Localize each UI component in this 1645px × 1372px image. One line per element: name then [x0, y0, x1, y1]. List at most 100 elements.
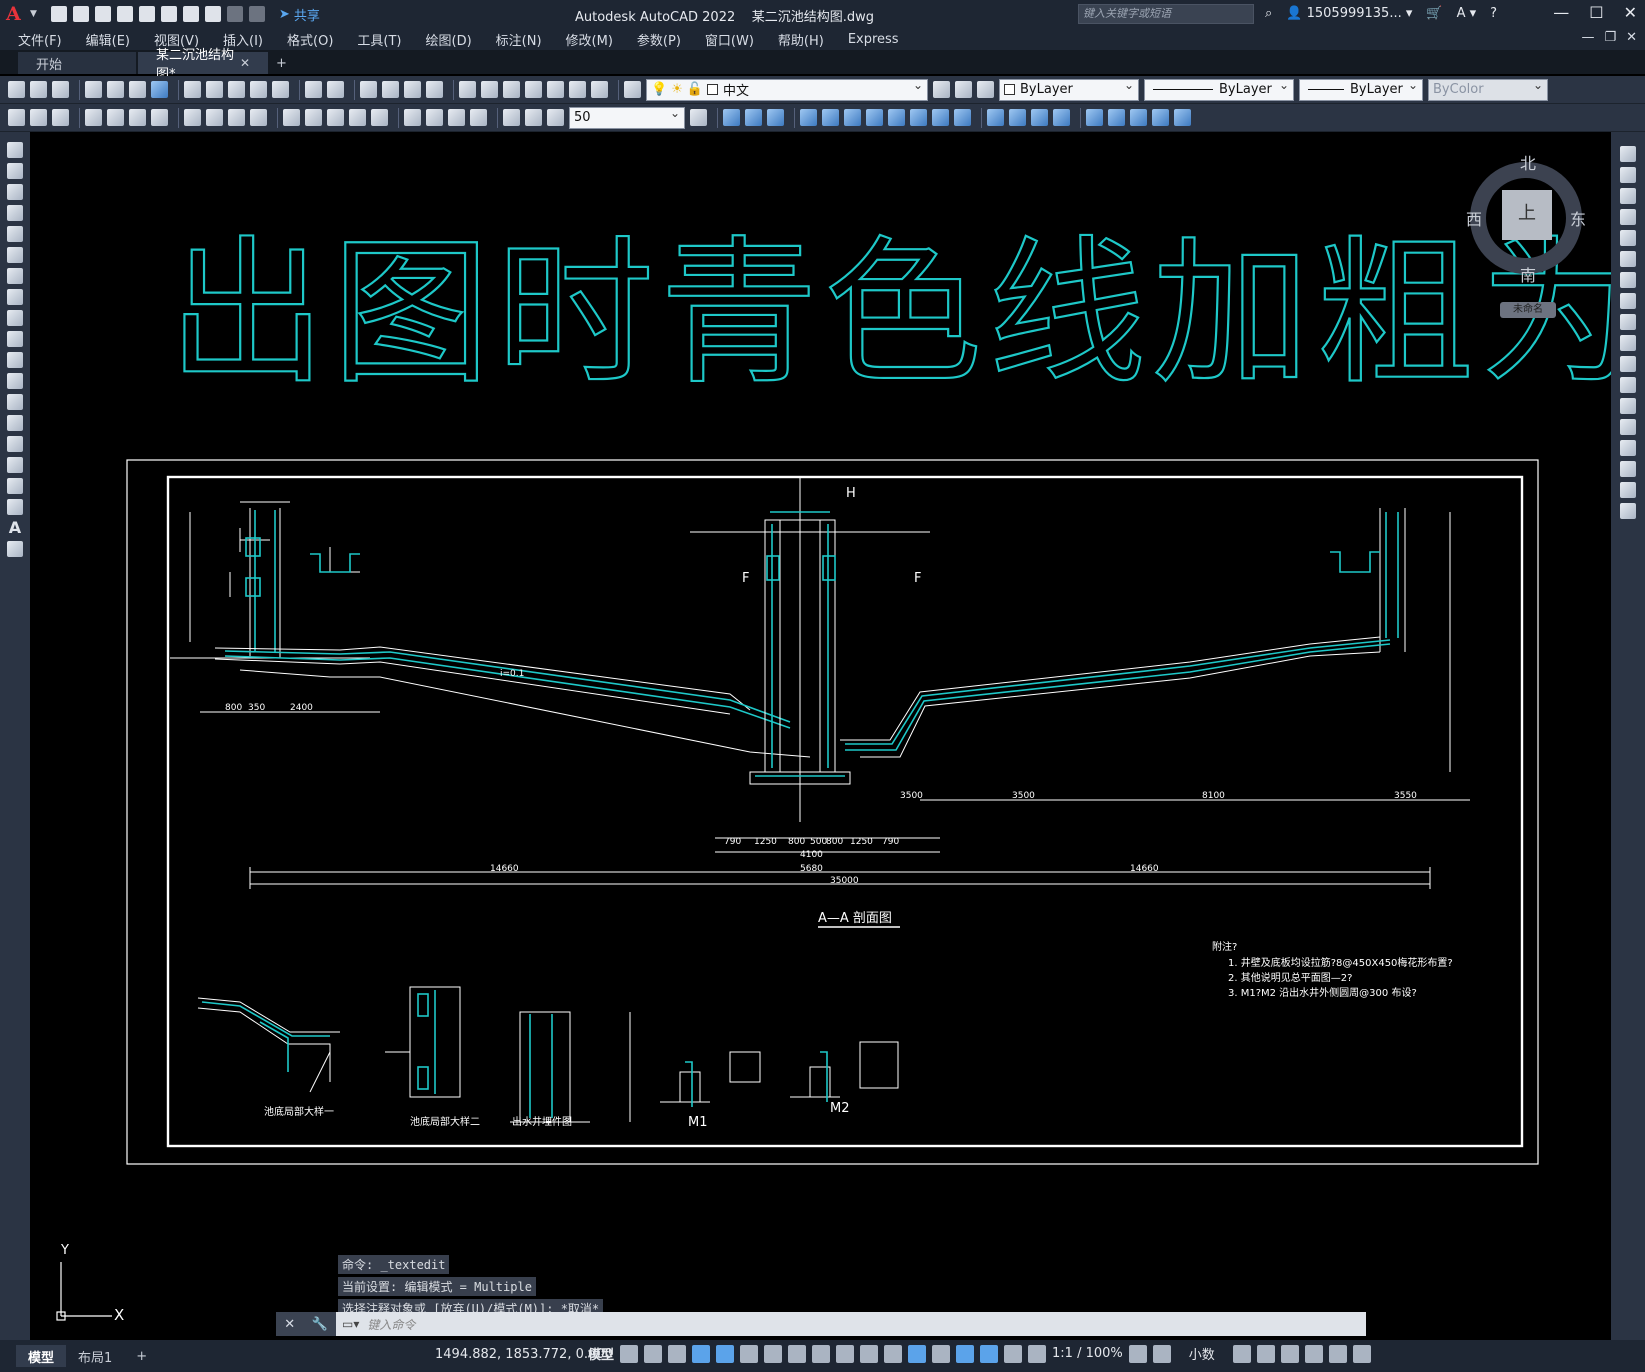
slope-floor-right[interactable]: [840, 508, 1406, 758]
model-space-button[interactable]: 模型: [588, 1348, 615, 1363]
open-file-icon[interactable]: [72, 6, 89, 22]
continue-icon[interactable]: [327, 109, 344, 126]
publish-icon[interactable]: [30, 109, 47, 126]
pan-icon[interactable]: [360, 81, 377, 98]
erase-icon[interactable]: [1620, 146, 1636, 162]
isometric-icon[interactable]: [764, 1344, 783, 1363]
region-icon[interactable]: [7, 478, 23, 494]
menu-edit[interactable]: 编辑(E): [85, 33, 130, 49]
imprint-icon[interactable]: [987, 109, 1004, 126]
add-layout-button[interactable]: +: [136, 1348, 148, 1364]
inner-frame[interactable]: [166, 475, 1524, 1148]
zoom-window-icon[interactable]: [404, 81, 421, 98]
close-command-line-icon[interactable]: ✕: [284, 1316, 296, 1332]
gradient-icon[interactable]: [7, 457, 23, 473]
clean-screen-icon[interactable]: [1328, 1344, 1347, 1363]
add-selected-icon[interactable]: [7, 541, 23, 557]
match-properties-icon[interactable]: [250, 81, 267, 98]
compass-west[interactable]: 西: [1466, 210, 1483, 229]
command-line[interactable]: ✕ 🔧 ▭▾ 键入命令: [276, 1312, 1366, 1336]
extrude-faces-icon[interactable]: [800, 109, 817, 126]
quick-properties-icon[interactable]: [1232, 1344, 1251, 1363]
dimscale-dropdown[interactable]: 50: [569, 106, 685, 129]
tab-drawing[interactable]: 某二沉池结构图*✕: [138, 48, 268, 82]
redo-icon[interactable]: [226, 6, 243, 22]
lineweight-dropdown[interactable]: ByLayer: [1299, 78, 1423, 101]
redo-icon[interactable]: [327, 81, 344, 98]
chamfer-icon[interactable]: [1620, 440, 1636, 456]
ellipse-arc-icon[interactable]: [7, 352, 23, 368]
table-icon[interactable]: [7, 499, 23, 515]
command-input[interactable]: 键入命令: [367, 1317, 416, 1332]
hatch-icon[interactable]: [7, 436, 23, 452]
close-icon[interactable]: ✕: [1623, 3, 1637, 22]
wcs-menu[interactable]: 未命名: [1500, 302, 1556, 318]
menu-draw[interactable]: 绘图(D): [425, 33, 472, 49]
dynamic-input-icon[interactable]: [692, 1344, 711, 1363]
new-tab-button[interactable]: +: [276, 55, 287, 71]
tolerance-icon[interactable]: [404, 109, 421, 126]
spline-icon[interactable]: [7, 310, 23, 326]
torus-icon[interactable]: [1174, 109, 1191, 126]
center-column[interactable]: [690, 477, 930, 822]
lineweight-icon[interactable]: [836, 1344, 855, 1363]
menu-tools[interactable]: 工具(T): [357, 33, 402, 49]
maximize-icon[interactable]: ☐: [1589, 3, 1604, 22]
inspection-icon[interactable]: [448, 109, 465, 126]
menu-parametric[interactable]: 参数(P): [636, 33, 681, 49]
baseline-icon[interactable]: [305, 109, 322, 126]
graphics-performance-icon[interactable]: [1304, 1344, 1323, 1363]
doc-close-icon[interactable]: ✕: [1626, 30, 1637, 45]
text-icon[interactable]: A: [8, 518, 22, 537]
linetype-dropdown[interactable]: ByLayer: [1144, 78, 1294, 101]
make-current-icon[interactable]: [933, 81, 950, 98]
isolate-objects-icon[interactable]: [1280, 1344, 1299, 1363]
trim-icon[interactable]: [1620, 335, 1636, 351]
menu-window[interactable]: 窗口(W): [704, 33, 754, 49]
copy-icon[interactable]: [206, 81, 223, 98]
break-at-point-icon[interactable]: [1620, 377, 1636, 393]
dim-edit-icon[interactable]: [503, 109, 520, 126]
ortho-icon[interactable]: [716, 1344, 735, 1363]
left-wall-rebar[interactable]: [245, 510, 360, 652]
linear-dim-icon[interactable]: [85, 109, 102, 126]
snap-icon[interactable]: [644, 1344, 663, 1363]
color-dropdown[interactable]: ByLayer: [999, 78, 1139, 101]
rotate-icon[interactable]: [1620, 272, 1636, 288]
plot-preview-icon[interactable]: [107, 81, 124, 98]
ellipse-icon[interactable]: [7, 331, 23, 347]
center-column-rebar[interactable]: [755, 511, 845, 777]
check-icon[interactable]: [1086, 109, 1103, 126]
clean-icon[interactable]: [1009, 109, 1026, 126]
cut-icon[interactable]: [184, 81, 201, 98]
move-faces-icon[interactable]: [822, 109, 839, 126]
box-icon[interactable]: [1108, 109, 1125, 126]
menu-view[interactable]: 视图(V): [153, 33, 200, 49]
save-as-icon[interactable]: [116, 6, 133, 22]
tab-model[interactable]: 模型: [16, 1345, 67, 1367]
command-prompt-icon[interactable]: ▭▾: [342, 1317, 360, 1331]
tab-layout1[interactable]: 布局1: [78, 1350, 113, 1366]
detail-m1[interactable]: [660, 1051, 761, 1103]
layer-properties-icon[interactable]: [624, 81, 641, 98]
ordinate-icon[interactable]: [151, 109, 168, 126]
revision-cloud-icon[interactable]: [7, 289, 23, 305]
open-from-web-icon[interactable]: [138, 6, 155, 22]
paste-icon[interactable]: [228, 81, 245, 98]
left-wall[interactable]: [170, 501, 370, 659]
layer-state-icon[interactable]: [977, 81, 994, 98]
detail-m2-plate[interactable]: [820, 1051, 828, 1102]
doc-minimize-icon[interactable]: —: [1581, 30, 1595, 45]
compass-east[interactable]: 东: [1570, 210, 1587, 229]
workspace-switch-icon[interactable]: [1128, 1344, 1147, 1363]
customize-qat-icon[interactable]: [248, 6, 265, 22]
slope-floor-left[interactable]: [214, 646, 811, 758]
calculator-icon[interactable]: [569, 81, 586, 98]
dim-break-icon[interactable]: [371, 109, 388, 126]
layer-dropdown[interactable]: 💡 ☀ 🔓 中文: [646, 78, 928, 101]
union-icon[interactable]: [723, 109, 740, 126]
share-button[interactable]: ➤共享: [279, 5, 320, 24]
grid-icon[interactable]: [620, 1344, 639, 1363]
color-faces-icon[interactable]: [954, 109, 971, 126]
scale-icon[interactable]: [1620, 293, 1636, 309]
